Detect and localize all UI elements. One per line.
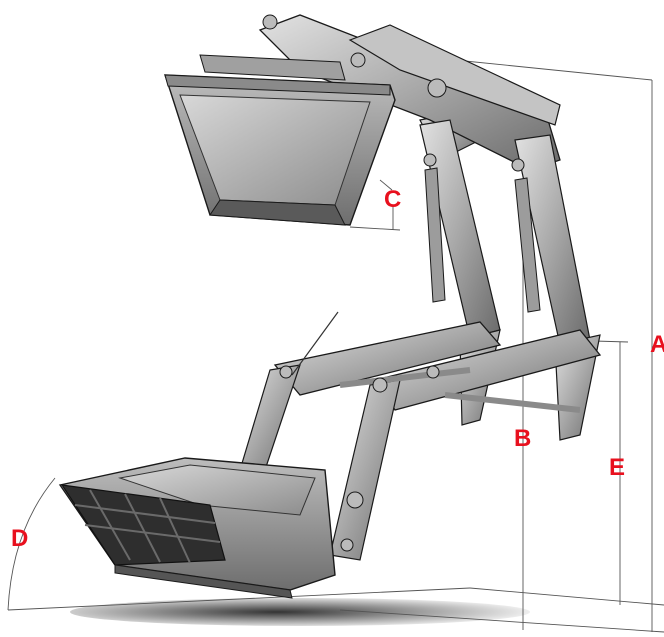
pivot-pin — [511, 158, 525, 172]
raised-bucket-floor — [209, 199, 346, 226]
pivot-pin — [279, 365, 293, 379]
lowered-loader — [58, 311, 602, 599]
pivot-pin — [350, 52, 366, 68]
lowered-bucket-inner — [118, 464, 316, 516]
upper-parallel-arm — [348, 24, 561, 126]
upper-cylinder-2 — [514, 177, 541, 313]
raised-bucket-lip — [164, 74, 391, 96]
dimension-label-b: B — [514, 425, 531, 452]
lower-down-arm-2 — [329, 379, 401, 561]
dimension-label-c: C — [384, 186, 401, 213]
pivot-pin — [426, 365, 440, 379]
dimension-label-e: E — [609, 454, 625, 481]
lower-down-arm-1 — [239, 364, 301, 471]
pivot-pin — [423, 153, 437, 167]
antenna-rod — [291, 311, 339, 376]
upper-cylinder-1 — [424, 167, 446, 303]
lowered-bucket-cutting-edge — [114, 564, 293, 599]
pivot-pin — [372, 377, 388, 393]
raised-quick-attach — [199, 54, 346, 81]
pivot-pin — [346, 491, 364, 509]
raised-loader — [164, 14, 591, 346]
lower-cylinder-rod — [444, 392, 581, 413]
grille-bars — [74, 489, 221, 564]
pivot-pin — [427, 78, 447, 98]
lower-cylinder-rod — [339, 367, 471, 388]
dimension-label-a: A — [650, 331, 664, 358]
pivot-pin — [262, 14, 278, 30]
dimension-label-d: D — [11, 525, 28, 552]
ground-shadow — [70, 598, 530, 626]
pivot-pin — [340, 538, 354, 552]
